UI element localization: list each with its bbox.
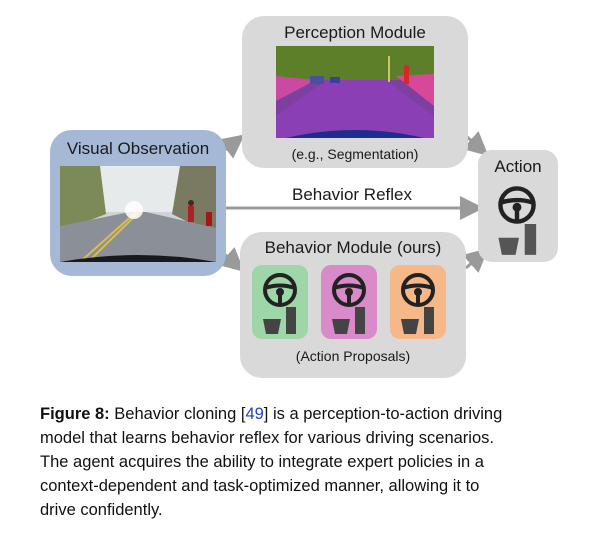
pedals-icon	[498, 224, 537, 255]
road-scene-image	[60, 166, 216, 262]
caption-line-1: Figure 8: Behavior cloning [49] is a per…	[40, 402, 570, 426]
steering-wheel-icon	[332, 273, 366, 307]
action-proposal-card-orange	[390, 265, 446, 339]
caption-text: Behavior cloning [	[109, 405, 246, 423]
action-proposal-card-pink	[321, 265, 377, 339]
caption-text: ] is a perception-to-action driving	[263, 405, 503, 423]
steering-wheel-icon	[263, 273, 297, 307]
action-proposal-card-green	[252, 265, 308, 339]
behavior-module-note: (Action Proposals)	[295, 348, 411, 364]
perception-module-note: (e.g., Segmentation)	[291, 146, 419, 162]
steering-wheel-icon	[401, 273, 435, 307]
pedals-icon	[263, 307, 296, 334]
behavior-reflex-label: Behavior Reflex	[291, 185, 412, 204]
citation-link[interactable]: 49	[245, 405, 264, 423]
pedals-icon	[332, 307, 365, 334]
caption-figure-label: Figure 8:	[40, 405, 110, 423]
caption-line-4: context-dependent and task-optimized man…	[40, 477, 480, 495]
action-title: Action	[494, 157, 542, 176]
arrow-perception-to-action	[462, 131, 489, 156]
visual-observation-title: Visual Observation	[66, 139, 210, 158]
caption-line-3: The agent acquires the ability to integr…	[40, 453, 484, 471]
steering-wheel-icon	[498, 186, 536, 224]
pedals-icon	[401, 307, 434, 334]
figure-caption: Figure 8: Behavior cloning [49] is a per…	[40, 402, 570, 522]
perception-module-title: Perception Module	[284, 23, 426, 42]
behavior-module-title: Behavior Module (ours)	[264, 238, 442, 257]
caption-line-2: model that learns behavior reflex for va…	[40, 429, 494, 447]
segmentation-image	[276, 46, 434, 138]
caption-line-5: drive confidently.	[40, 501, 163, 519]
